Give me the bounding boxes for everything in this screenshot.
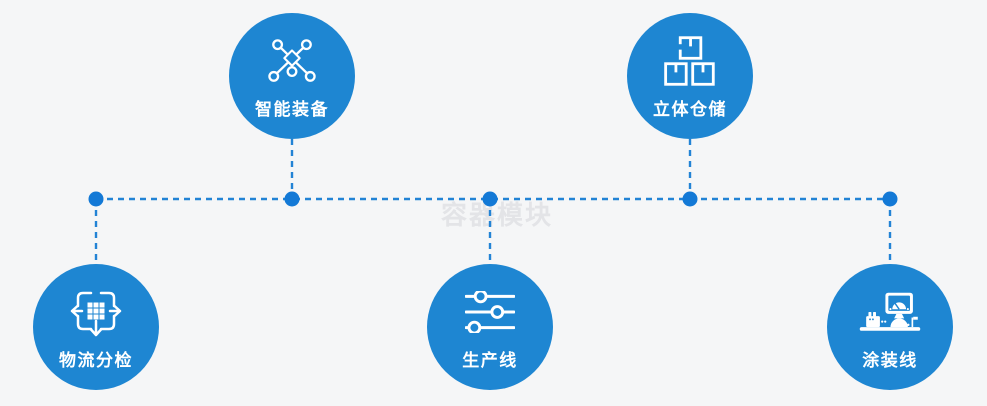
node-logistics-sorting[interactable]: 物流分检 xyxy=(33,264,159,390)
junction-dot xyxy=(682,191,698,207)
junction-dot xyxy=(882,191,898,207)
node-warehouse[interactable]: 立体仓储 xyxy=(627,13,753,139)
junction-dot xyxy=(88,191,104,207)
stacked-boxes-icon xyxy=(664,32,716,90)
node-label: 智能装备 xyxy=(255,100,329,119)
node-label: 生产线 xyxy=(462,351,518,370)
node-label: 物流分检 xyxy=(59,351,133,370)
watermark: 容器模块 xyxy=(441,200,554,230)
node-painting-line[interactable]: 涂装线 xyxy=(827,264,953,390)
junction-dot xyxy=(482,191,498,207)
sliders-icon xyxy=(465,283,515,341)
node-label: 涂装线 xyxy=(862,351,918,370)
junction-dot xyxy=(284,191,300,207)
network-nodes-icon xyxy=(263,32,321,90)
sorting-arrows-icon xyxy=(68,283,124,341)
node-production-line[interactable]: 生产线 xyxy=(427,264,553,390)
node-smart-equipment[interactable]: 智能装备 xyxy=(229,13,355,139)
painting-machine-icon xyxy=(857,283,923,341)
node-label: 立体仓储 xyxy=(653,100,727,119)
